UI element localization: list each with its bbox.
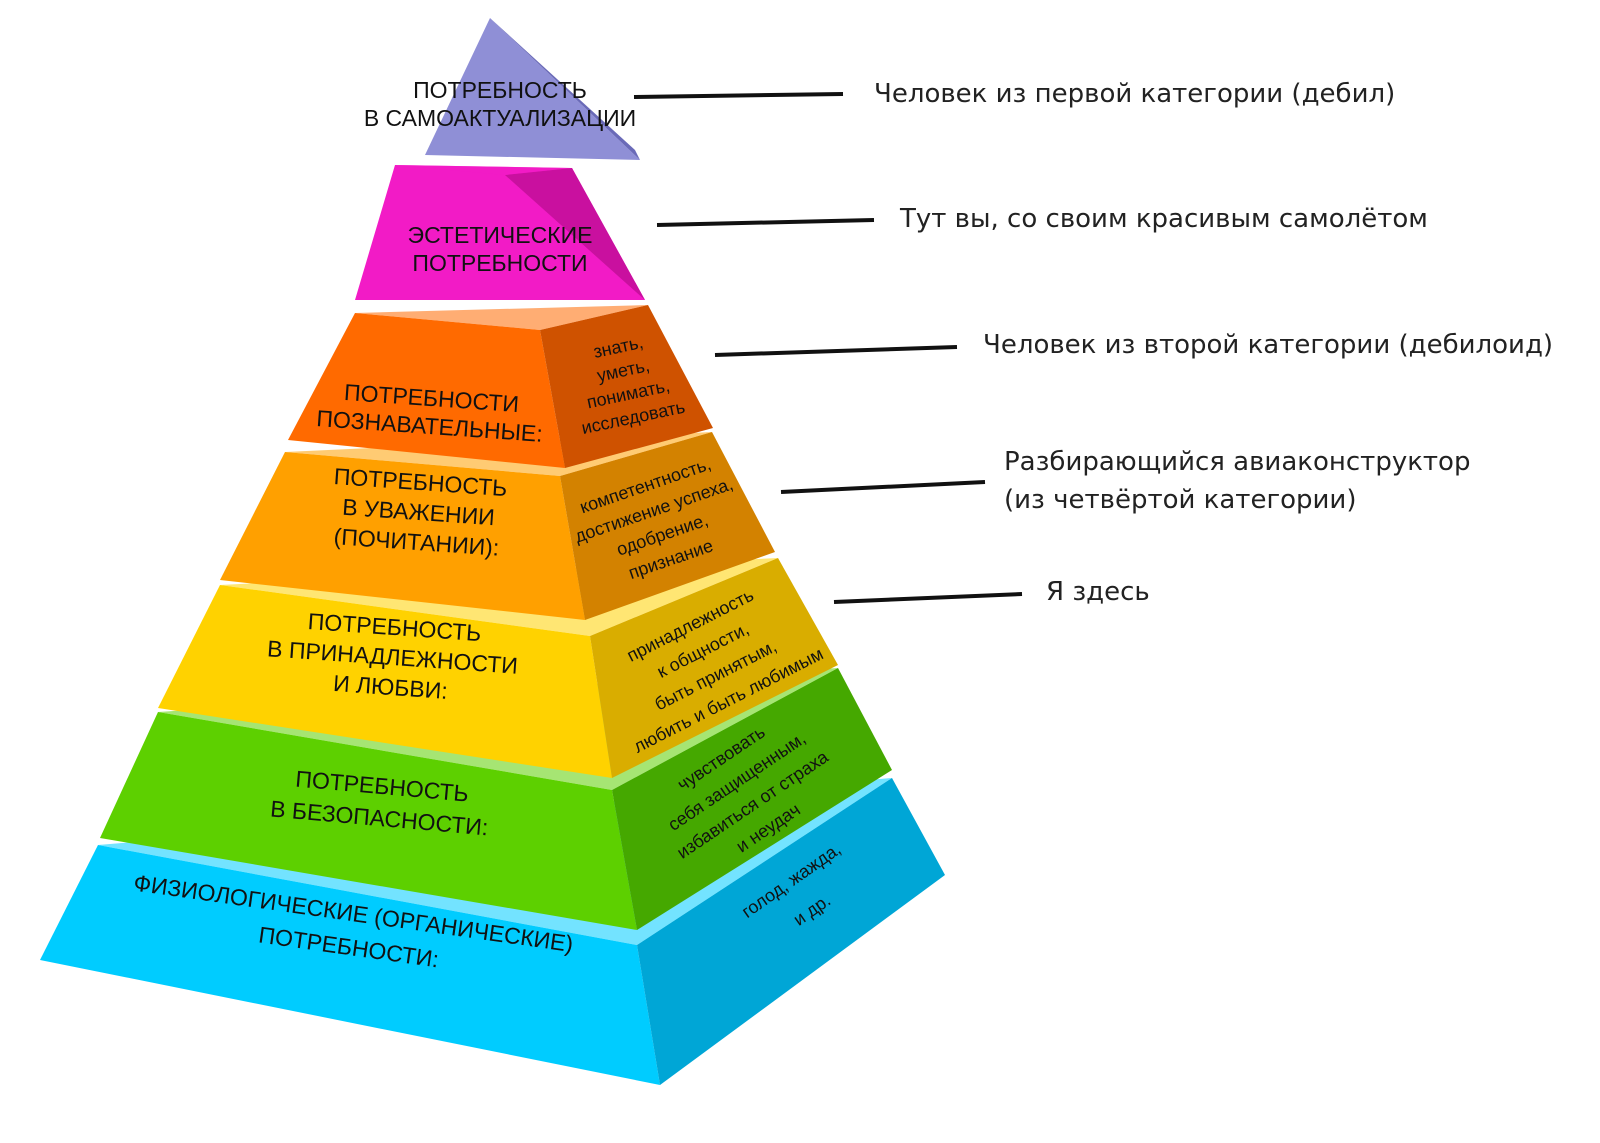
level-label-line: В САМОАКТУАЛИЗАЦИИ xyxy=(364,105,636,131)
annotation-leader-line xyxy=(656,218,875,227)
level-front-face xyxy=(40,845,660,1085)
annotation-leader-line xyxy=(833,592,1023,604)
annotation-leader-line xyxy=(780,480,986,494)
level-label-line: ПОТРЕБНОСТЬ xyxy=(413,77,587,103)
level-top-face xyxy=(395,165,572,175)
annotation-you-here: Тут вы, со своим красивым самолётом xyxy=(656,204,1428,234)
level-front-face xyxy=(220,452,585,620)
level-side-face xyxy=(637,778,945,1085)
annotation-leader-line xyxy=(714,345,958,357)
level-side-face xyxy=(560,432,775,620)
pyramid-level-esteem: ПОТРЕБНОСТЬВ УВАЖЕНИИ(ПОЧИТАНИИ):компете… xyxy=(220,432,775,620)
annotation-caption: Человек из второй категории (дебилоид) xyxy=(983,330,1553,360)
annotation-second-category: Человек из второй категории (дебилоид) xyxy=(714,330,1553,360)
annotation-caption-line: Тут вы, со своим красивым самолётом xyxy=(899,204,1428,234)
annotation-caption-line: (из четвёртой категории) xyxy=(1004,485,1356,515)
level-side-face xyxy=(540,305,713,468)
level-side-face xyxy=(505,168,645,300)
level-front-face xyxy=(100,712,637,930)
pyramid-annotations: Человек из первой категории (дебил) Тут в… xyxy=(633,79,1553,607)
annotation-first-category: Человек из первой категории (дебил) xyxy=(633,79,1395,109)
annotation-leader-line xyxy=(633,92,844,99)
level-side-face xyxy=(612,668,892,930)
annotation-caption: Человек из первой категории (дебил) xyxy=(874,79,1395,109)
annotation-caption-line: Я здесь xyxy=(1046,577,1150,607)
level-top-face xyxy=(355,305,648,330)
pyramid-level-cognitive: ПОТРЕБНОСТИПОЗНАВАТЕЛЬНЫЕ:знать,уметь,по… xyxy=(288,305,713,468)
level-side-face xyxy=(490,18,640,160)
level-label-line: ПОТРЕБНОСТИ xyxy=(412,250,587,276)
level-front-face xyxy=(158,585,612,778)
level-side-face xyxy=(590,558,838,778)
annotation-caption-line: Разбирающийся авиаконструктор xyxy=(1004,447,1470,477)
annotation-caption-line: Человек из первой категории (дебил) xyxy=(874,79,1395,109)
pyramid-levels: ФИЗИОЛОГИЧЕСКИЕ (ОРГАНИЧЕСКИЕ)ПОТРЕБНОСТ… xyxy=(40,18,945,1085)
level-front-face xyxy=(288,313,565,468)
level-label: ПОТРЕБНОСТЬВ ПРИНАДЛЕЖНОСТИИ ЛЮБВИ: xyxy=(264,605,520,708)
level-label-line: ЭСТЕТИЧЕСКИЕ xyxy=(408,222,593,248)
annotation-i-am-here: Я здесь xyxy=(833,577,1150,607)
level-front-face xyxy=(425,18,640,160)
annotation-caption: Я здесь xyxy=(1046,577,1150,607)
annotation-caption-line: Человек из второй категории (дебилоид) xyxy=(983,330,1553,360)
level-label: ПОТРЕБНОСТЬВ УВАЖЕНИИ(ПОЧИТАНИИ): xyxy=(329,463,508,561)
annotation-caption: Тут вы, со своим красивым самолётом xyxy=(899,204,1428,234)
annotation-aircraft-designer: Разбирающийся авиаконструктор (из четвёрт… xyxy=(780,447,1470,515)
annotation-caption: Разбирающийся авиаконструктор (из четвёрт… xyxy=(1004,447,1470,515)
